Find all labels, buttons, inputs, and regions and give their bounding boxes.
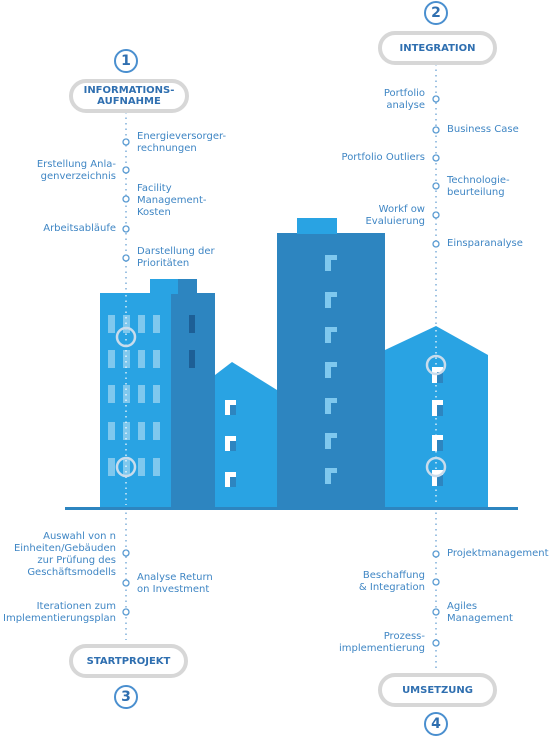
item-portfolio-analyse: Portfolio analyse: [383, 88, 425, 111]
item-energieversorger: Energieversorger- rechnungen: [137, 131, 227, 154]
item-agiles-management: Agiles Management: [447, 601, 513, 624]
step-pill-umsetzung: UMSETZUNG: [378, 673, 497, 707]
item-auswahl-einheiten: Auswahl von n Einheiten/Gebäuden zur Prü…: [13, 531, 116, 578]
building-left-chimney: [150, 279, 178, 294]
item-arbeitsablaeufe: Arbeitsabläufe: [43, 223, 116, 234]
ring-marker-2-bottom: [425, 456, 447, 478]
item-business-case: Business Case: [447, 124, 519, 135]
item-facility-management: Facility Management- Kosten: [137, 183, 207, 218]
step-pill-startprojekt: STARTPROJEKT: [69, 644, 188, 678]
ring-marker-1-bottom: [115, 456, 137, 478]
item-anlagenverzeichnis: Erstellung Anla- genverzeichnis: [36, 159, 116, 182]
item-einsparanalyse: Einsparanalyse: [447, 238, 523, 249]
building-tower-top: [297, 218, 337, 234]
ring-marker-1-top: [115, 326, 137, 348]
step-pill-informationsaufnahme: INFORMATIONS- AUFNAHME: [69, 79, 189, 113]
building-left-shadow-windows: [189, 315, 195, 368]
item-prozessimplementierung: Prozess- implementierung: [338, 631, 425, 654]
building-house-small-windows: [225, 400, 236, 487]
building-left-chimney-shadow: [178, 279, 197, 294]
step-number-1: 1: [114, 49, 138, 73]
building-house-right: [385, 326, 488, 508]
item-analyse-roi: Analyse Return on Investment: [137, 572, 213, 595]
item-technologiebeurteilung: Technologie- beurteilung: [447, 175, 510, 198]
node-markers: [122, 95, 440, 647]
step-number-3: 3: [114, 685, 138, 709]
item-beschaffung: Beschaffung & Integration: [358, 570, 425, 593]
item-prioritaeten: Darstellung der Prioritäten: [137, 246, 215, 269]
item-projektmanagement: Projektmanagement: [447, 548, 549, 559]
item-workflow-evaluierung: Workf ow Evaluierung: [365, 204, 425, 227]
building-tower-windows: [325, 255, 337, 484]
step-number-4: 4: [424, 712, 448, 736]
item-iterationen: Iterationen zum Implementierungsplan: [3, 601, 116, 624]
step-number-2: 2: [424, 1, 448, 25]
ring-marker-2-top: [425, 354, 447, 376]
building-house-small: [215, 362, 277, 508]
item-portfolio-outliers: Portfolio Outliers: [341, 152, 425, 163]
ground-line: [65, 507, 518, 510]
step-pill-integration: INTEGRATION: [378, 31, 497, 65]
